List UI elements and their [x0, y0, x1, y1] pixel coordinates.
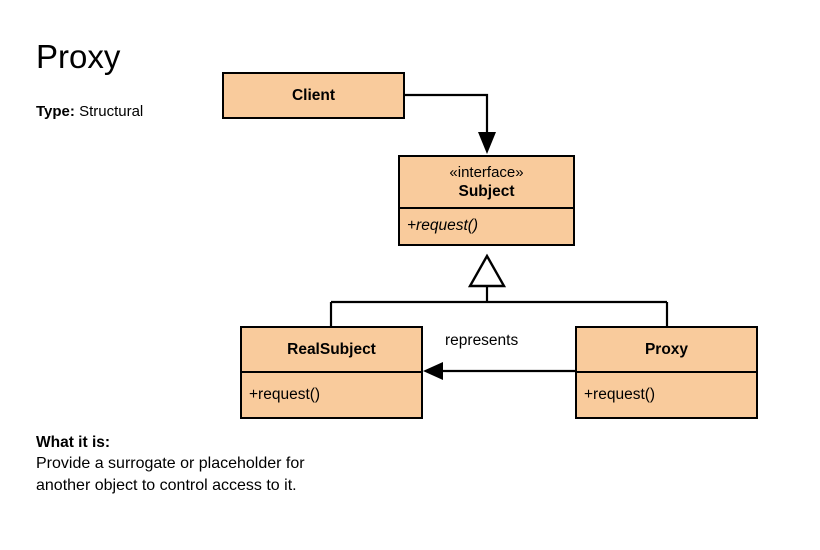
- uml-class-realsubject-name: RealSubject: [287, 341, 376, 358]
- uml-class-proxy-name: Proxy: [644, 341, 689, 358]
- pattern-type-value: Structural: [79, 103, 144, 120]
- uml-class-subject-operations: +request(): [400, 207, 573, 243]
- description-line-2: another object to control access to it.: [36, 477, 297, 494]
- generalization-triangle-icon: [467, 253, 507, 288]
- uml-operation-proxy-request: +request(): [584, 385, 656, 403]
- pattern-type-line: Type: Structural: [36, 103, 143, 120]
- uml-class-subject-name: Subject: [458, 183, 515, 200]
- uml-class-subject-stereotype: «interface»: [449, 164, 524, 181]
- edge-generalization-to-subject: [329, 253, 669, 326]
- uml-class-subject-header: «interface» Subject: [400, 157, 573, 207]
- pattern-type-label: Type:: [36, 103, 75, 120]
- page-title: Proxy: [36, 38, 121, 75]
- description-heading: What it is:: [36, 434, 111, 451]
- uml-class-realsubject-operations: +request(): [242, 371, 421, 416]
- edge-label-represents: represents: [445, 332, 519, 349]
- description-block: What it is: Provide a surrogate or place…: [36, 432, 305, 497]
- description-line-1: Provide a surrogate or placeholder for: [36, 455, 305, 472]
- arrowhead-solid-down: [478, 132, 496, 154]
- uml-class-proxy[interactable]: Proxy +request(): [575, 326, 758, 419]
- edge-client-uses-subject: [405, 93, 496, 154]
- arrowhead-solid-left: [423, 362, 443, 380]
- edge-proxy-represents-realsubject: [423, 362, 575, 380]
- uml-class-proxy-operations: +request(): [577, 371, 756, 416]
- uml-class-client-name: Client: [291, 87, 336, 104]
- uml-class-subject[interactable]: «interface» Subject +request(): [398, 155, 575, 246]
- uml-class-proxy-header: Proxy: [577, 328, 756, 371]
- uml-operation-realsubject-request: +request(): [249, 385, 321, 403]
- uml-class-realsubject[interactable]: RealSubject +request(): [240, 326, 423, 419]
- uml-class-realsubject-header: RealSubject: [242, 328, 421, 371]
- uml-operation-subject-request: +request(): [407, 217, 479, 234]
- uml-class-client[interactable]: Client: [222, 72, 405, 119]
- uml-class-client-header: Client: [224, 74, 403, 117]
